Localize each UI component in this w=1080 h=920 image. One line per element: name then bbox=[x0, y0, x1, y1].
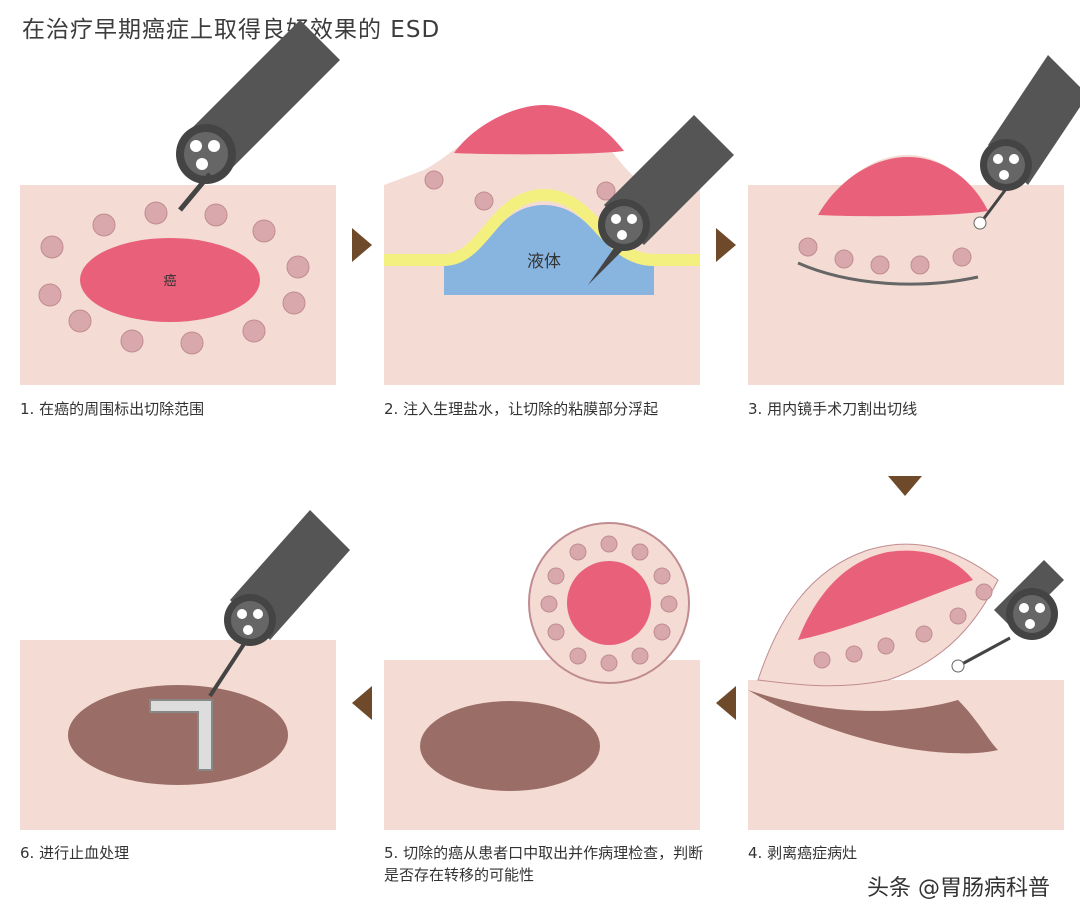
arrow-down-icon bbox=[888, 476, 922, 496]
step-6-panel bbox=[20, 510, 350, 830]
step-3-panel bbox=[748, 55, 1080, 385]
tumor-label: 癌 bbox=[163, 273, 176, 289]
step-2-panel: 液体 bbox=[384, 105, 734, 385]
arrow-right-icon bbox=[716, 228, 736, 262]
step-1-panel: 癌 bbox=[20, 20, 340, 385]
arrow-right-icon bbox=[352, 228, 372, 262]
removed-specimen bbox=[528, 522, 690, 684]
step-3-caption: 3. 用内镜手术刀割出切线 bbox=[748, 400, 918, 418]
step-4-caption: 4. 剥离癌症病灶 bbox=[748, 844, 858, 862]
wound-area bbox=[68, 685, 288, 785]
flap-tissue bbox=[757, 543, 999, 687]
step-2-caption: 2. 注入生理盐水，让切除的粘膜部分浮起 bbox=[384, 400, 659, 418]
watermark: 头条 @胃肠病科普 bbox=[867, 876, 1050, 901]
step-4-illustration bbox=[748, 690, 998, 754]
endoscope-icon bbox=[208, 510, 350, 698]
step-1-caption: 1. 在癌的周围标出切除范围 bbox=[20, 400, 205, 418]
endoscope-icon bbox=[176, 20, 340, 212]
step-5-panel bbox=[384, 522, 700, 830]
marking-dots bbox=[38, 201, 310, 355]
step-4-panel bbox=[748, 543, 1064, 830]
arrow-left-icon bbox=[716, 686, 736, 720]
step-5-illustration bbox=[420, 701, 600, 791]
tumor bbox=[80, 238, 260, 322]
page-title: 在治疗早期癌症上取得良好效果的 ESD bbox=[22, 17, 441, 43]
step-6-illustration bbox=[68, 685, 288, 785]
arrow-left-icon bbox=[352, 686, 372, 720]
step-3-illustration bbox=[748, 155, 1064, 385]
endoscope-icon bbox=[951, 560, 1064, 673]
step-1-illustration: 癌 bbox=[38, 201, 310, 355]
endoscope-icon bbox=[973, 55, 1080, 230]
wound-area bbox=[420, 701, 600, 791]
endoscope-icon bbox=[588, 115, 734, 285]
fluid-label: 液体 bbox=[527, 252, 561, 272]
step-5-caption: 5. 切除的癌从患者口中取出并作病理检查，判断是否存在转移的可能性 bbox=[384, 844, 704, 884]
step-2-illustration: 液体 bbox=[384, 105, 700, 385]
step-6-caption: 6. 进行止血处理 bbox=[20, 844, 130, 862]
